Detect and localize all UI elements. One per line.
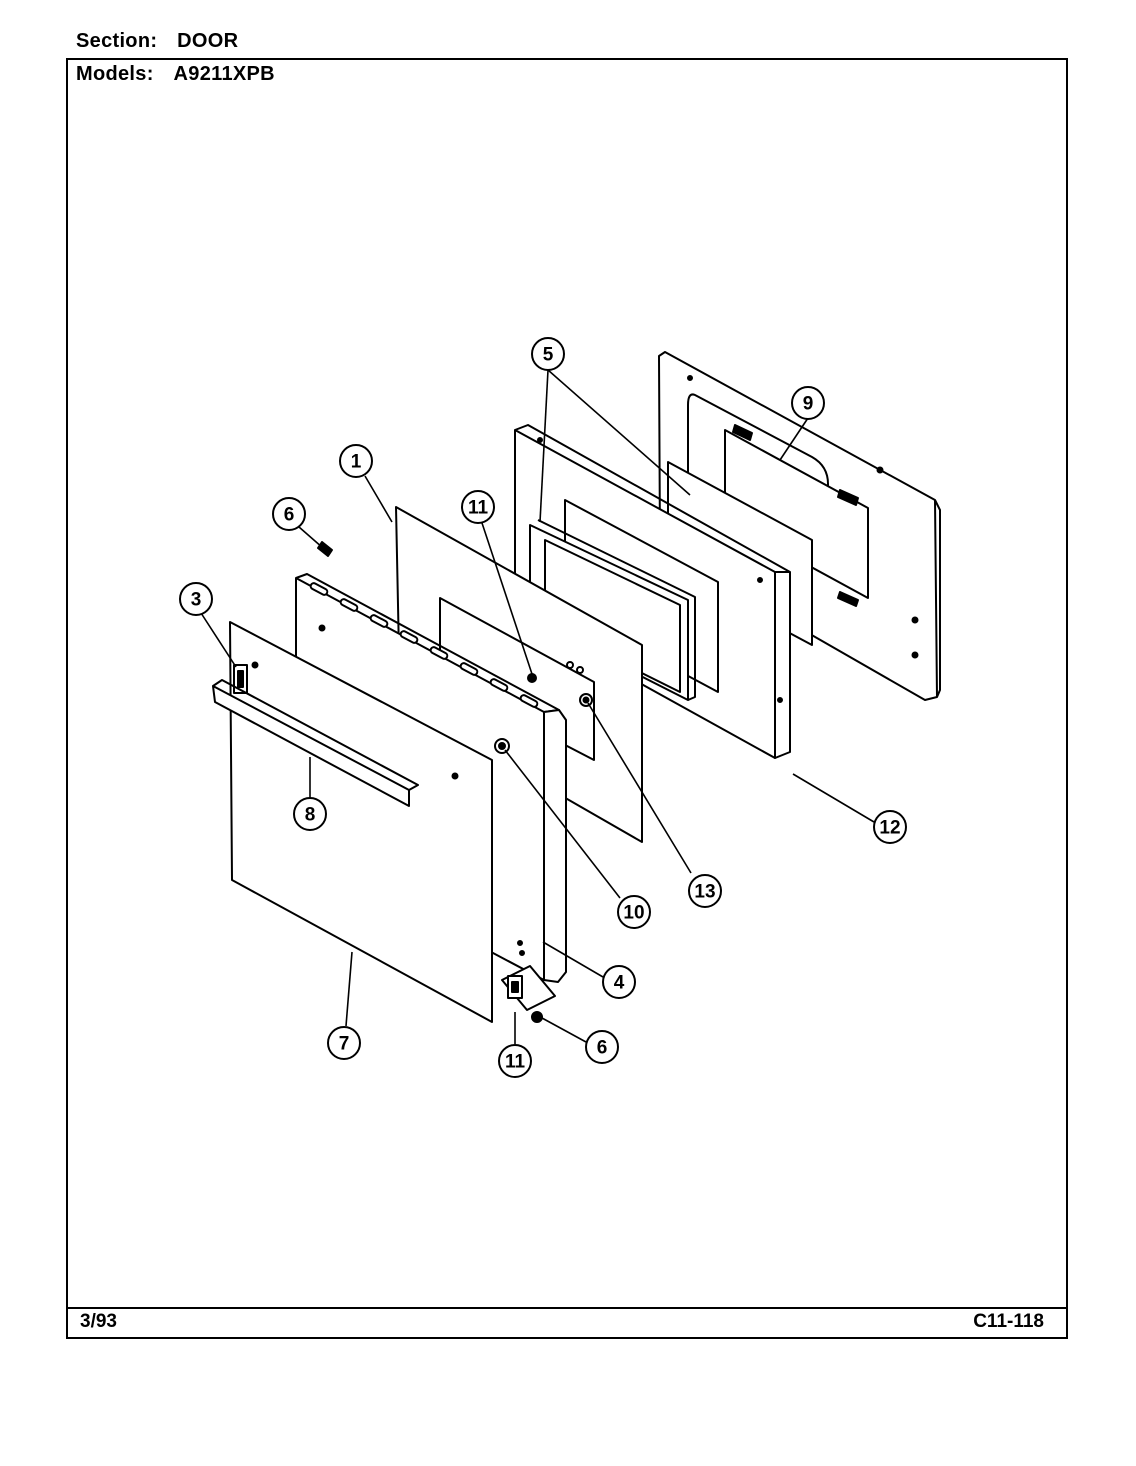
callout-13: 13 <box>694 882 715 903</box>
callout-4: 4 <box>614 973 625 994</box>
callout-9: 9 <box>803 394 814 415</box>
footer-rule <box>66 1307 1068 1309</box>
hinge-clip <box>501 965 556 1011</box>
callout-3: 3 <box>191 590 202 611</box>
callout-10: 10 <box>623 903 644 924</box>
leader-lines <box>200 369 875 1044</box>
date-code: 3/93 <box>80 1311 117 1332</box>
callout-7: 7 <box>339 1034 350 1055</box>
callout-11-lower: 11 <box>505 1052 526 1073</box>
models-value: A9211XPB <box>173 63 275 85</box>
grommet <box>494 738 510 754</box>
hinge-bracket <box>233 664 248 694</box>
section-label: Section: <box>76 30 158 52</box>
screw-lower <box>531 1011 543 1023</box>
callout-circles <box>179 337 907 1078</box>
callout-5: 5 <box>543 345 554 366</box>
page-code: C11-118 <box>973 1311 1044 1332</box>
outer-door-panel <box>229 621 493 1023</box>
callout-6-lower: 6 <box>597 1038 608 1059</box>
callout-11-upper: 11 <box>468 498 489 519</box>
callout-8: 8 <box>305 805 316 826</box>
screw-mid <box>527 673 537 683</box>
door-handle <box>212 679 419 807</box>
callout-1: 1 <box>351 452 362 473</box>
callout-12: 12 <box>879 818 900 839</box>
callout-6-upper: 6 <box>284 505 295 526</box>
grommet-upper <box>579 693 593 707</box>
models-header: Models: A9211XPB <box>76 63 275 86</box>
inner-door-panel <box>658 351 941 701</box>
section-value: DOOR <box>177 30 239 52</box>
screw-upper <box>317 541 333 557</box>
models-label: Models: <box>76 63 154 85</box>
section-header: Section: DOOR <box>76 30 238 53</box>
callout-labels: 5 9 1 6 11 3 8 12 13 10 4 7 11 6 <box>191 345 901 1073</box>
diagram-frame <box>66 58 1068 1339</box>
